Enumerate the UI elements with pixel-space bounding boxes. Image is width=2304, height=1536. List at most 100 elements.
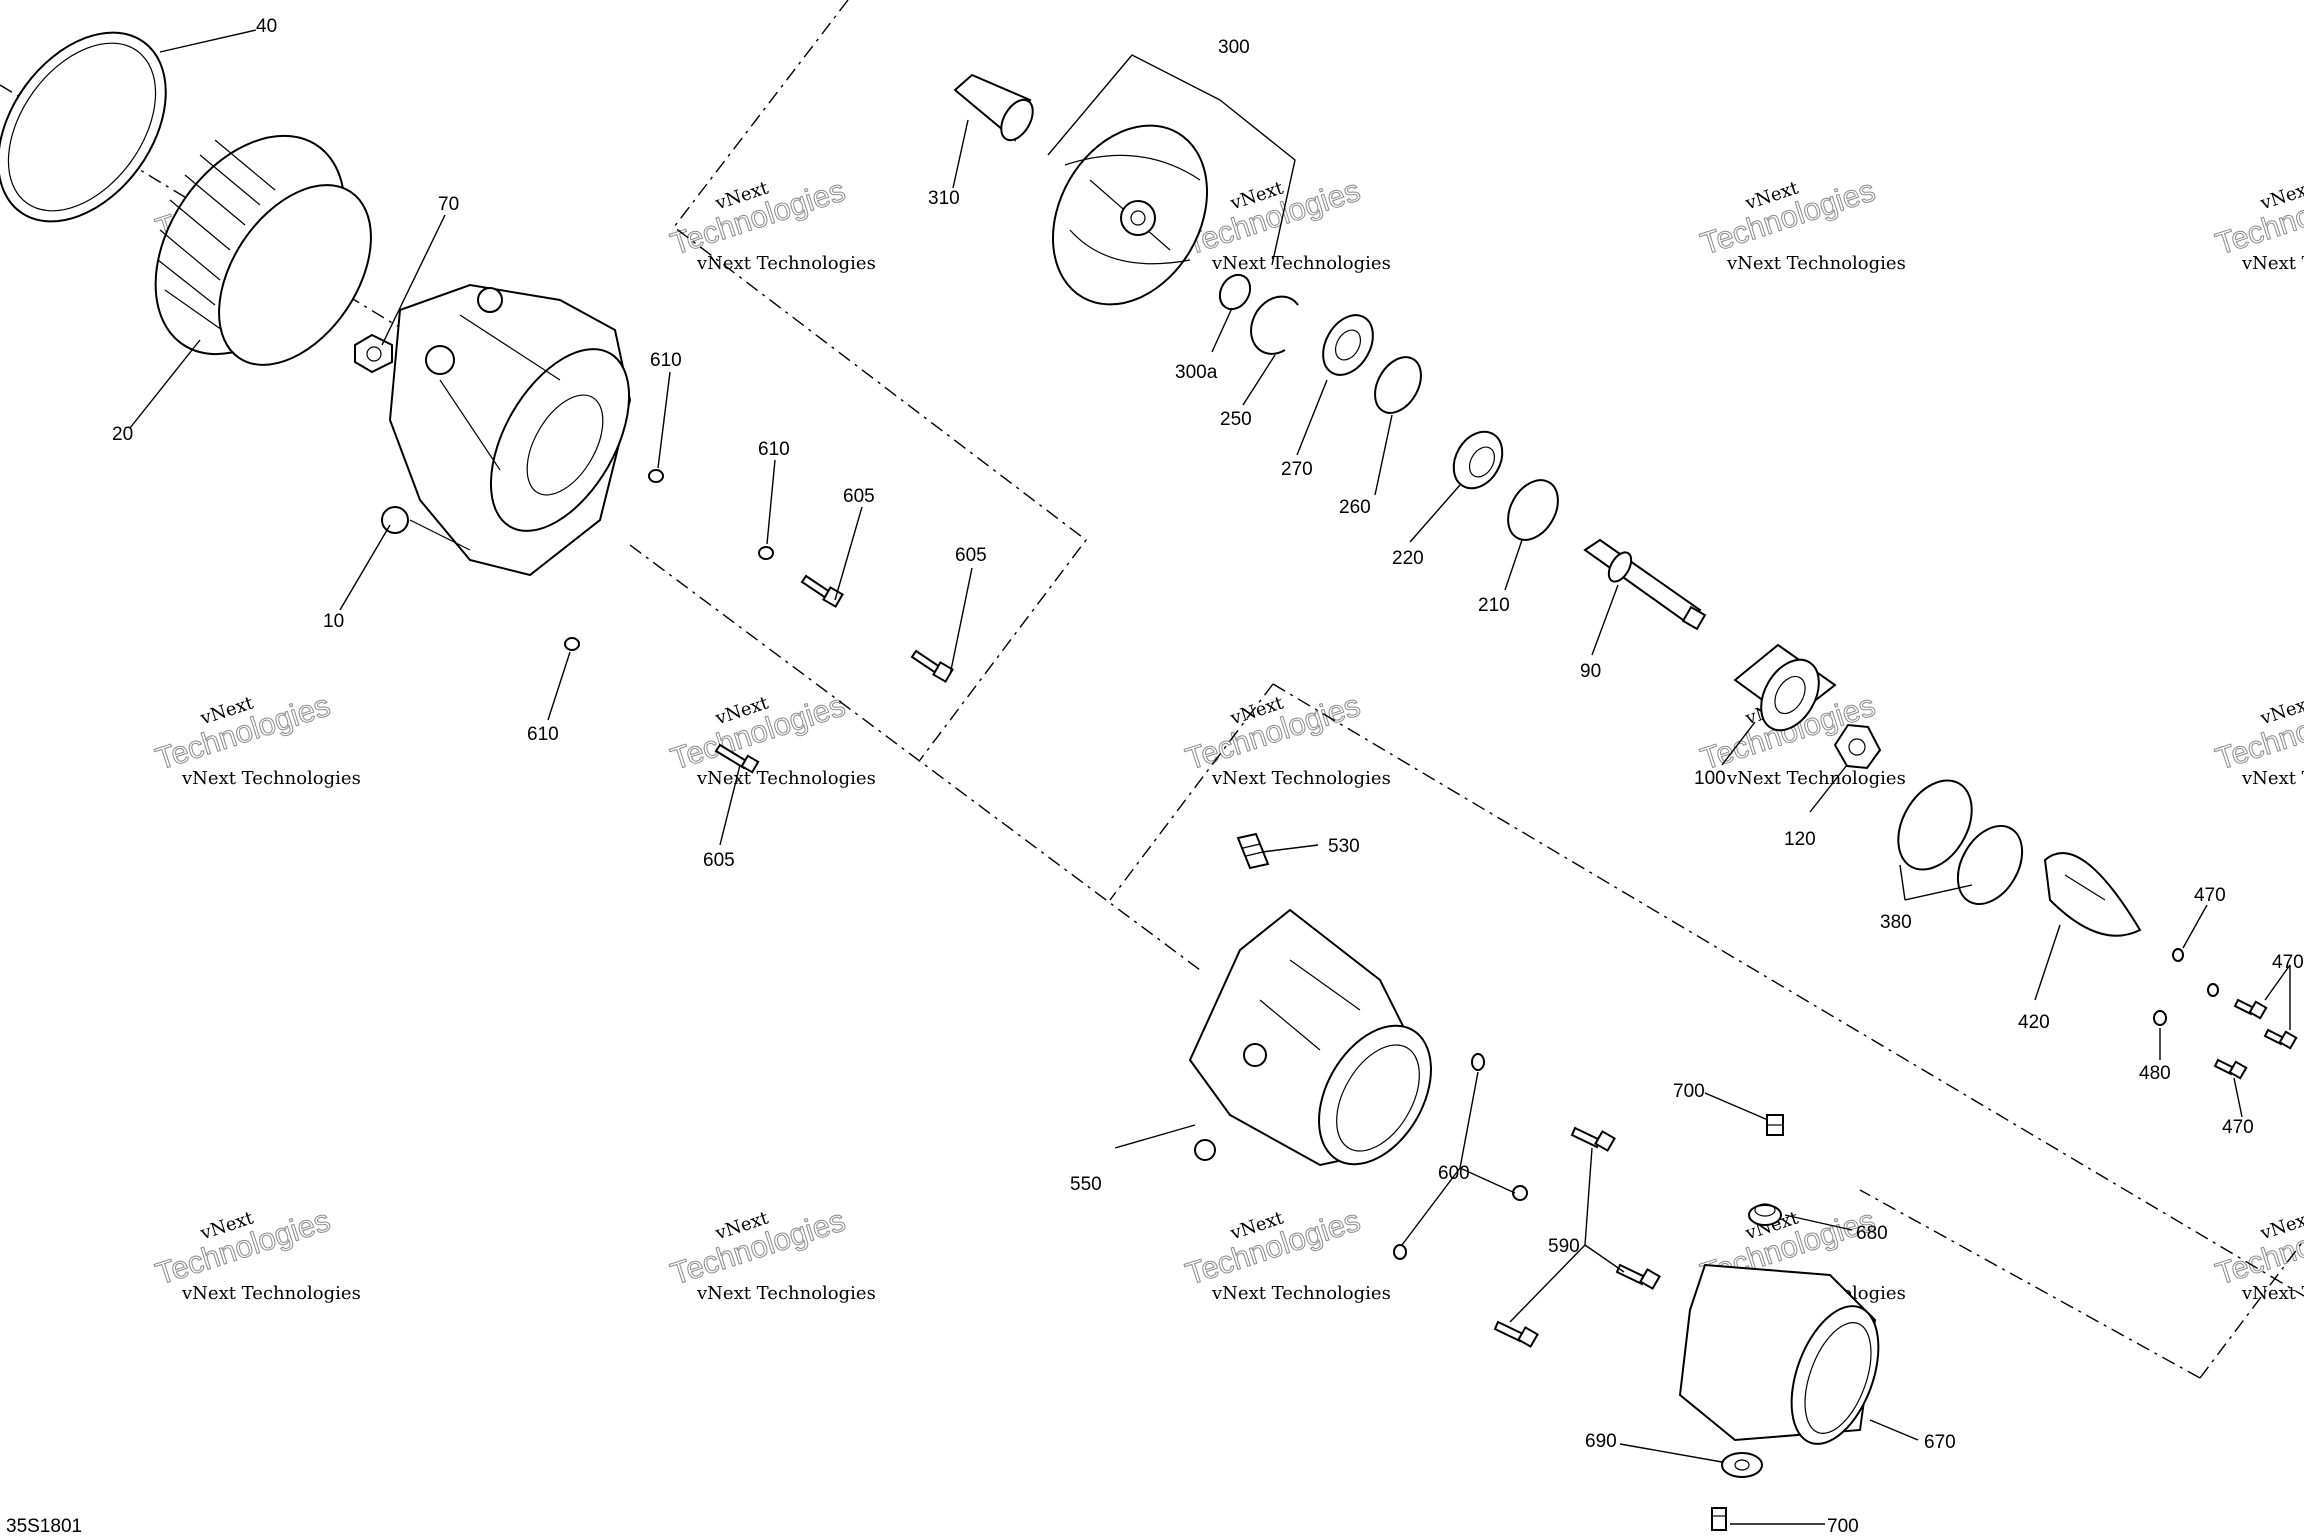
callout-530: 530: [1328, 836, 1360, 857]
part-470-screw: [2233, 998, 2268, 1020]
callout-210: 210: [1478, 595, 1510, 616]
callout-600: 600: [1438, 1163, 1470, 1184]
watermark: Technologies vNext Technologies vNext: [666, 172, 876, 274]
part-210-o-ring: [1507, 479, 1559, 541]
callout-310: 310: [928, 188, 960, 209]
svg-text:vNext Technologies: vNext Technologies: [1211, 768, 1391, 789]
part-610-washer: [758, 546, 774, 560]
svg-text:vNext Technologies: vNext Technologies: [696, 253, 876, 274]
part-380-o-ring: [1956, 825, 2024, 905]
callout-610: 610: [758, 439, 790, 460]
callout-100: 100: [1694, 768, 1726, 789]
part-700-fitting: [1711, 1507, 1727, 1531]
watermark: Technologies vNext Technologies vNext: [1181, 687, 1391, 789]
part-605-bolt: [800, 574, 844, 608]
callout-300a: 300a: [1175, 362, 1218, 383]
watermark: Technologies vNext Technologies vNext: [2211, 1202, 2304, 1304]
part-600-washer: [1393, 1244, 1407, 1260]
part-680-cap: [1748, 1203, 1782, 1226]
part-530-fitting: [1236, 832, 1270, 870]
callout-700: 700: [1673, 1081, 1705, 1102]
part-590-bolt: [1615, 1263, 1661, 1290]
part-470-washer: [2207, 983, 2219, 997]
callout-470: 470: [2222, 1117, 2254, 1138]
callout-610: 610: [527, 724, 559, 745]
part-610-washer: [648, 469, 664, 483]
part-90-shaft: [1583, 538, 1707, 631]
part-470-washer: [2172, 948, 2184, 962]
callout-250: 250: [1220, 409, 1252, 430]
svg-text:vNext Technologies: vNext Technologies: [1211, 1283, 1391, 1304]
callout-380: 380: [1880, 912, 1912, 933]
callout-700: 700: [1827, 1516, 1859, 1536]
callout-420: 420: [2018, 1012, 2050, 1033]
part-590-bolt: [1570, 1126, 1616, 1152]
part-310-impeller-cone: [953, 73, 1034, 142]
part-700-fitting: [1766, 1114, 1784, 1136]
part-605-bolt: [714, 743, 760, 774]
svg-text:vNext Technologies: vNext Technologies: [696, 768, 876, 789]
watermark: Technologies vNext Technologies vNext: [2211, 172, 2304, 274]
watermark: Technologies vNext Technologies vNext: [1181, 1202, 1391, 1304]
watermark: Technologies vNext Technologies vNext: [666, 687, 876, 789]
svg-text:vNext Technologies: vNext Technologies: [2241, 253, 2304, 274]
callout-40: 40: [256, 16, 277, 37]
callout-480: 480: [2139, 1063, 2171, 1084]
svg-text:vNext Technologies: vNext Technologies: [2241, 1283, 2304, 1304]
callout-70: 70: [438, 194, 459, 215]
svg-text:vNext Technologies: vNext Technologies: [1211, 253, 1391, 274]
part-10-pump-housing: [381, 283, 632, 577]
svg-text:vNext Technologies: vNext Technologies: [1726, 768, 1906, 789]
watermark: Technologies vNext Technologies vNext: [151, 1202, 361, 1304]
svg-text:vNext Technologies: vNext Technologies: [696, 1283, 876, 1304]
svg-text:vNext Technologies: vNext Technologies: [1726, 253, 1906, 274]
part-260-ring: [1374, 356, 1422, 414]
diagram-id: 35S1801: [6, 1516, 82, 1536]
part-590-bolt: [1493, 1320, 1539, 1348]
svg-text:vNext Technologies: vNext Technologies: [181, 768, 361, 789]
svg-text:vNext Technologies: vNext Technologies: [2241, 768, 2304, 789]
part-100-bearing: [1733, 643, 1837, 732]
callout-20: 20: [112, 424, 133, 445]
callout-680: 680: [1856, 1223, 1888, 1244]
callout-300: 300: [1218, 37, 1250, 58]
part-220-seal: [1452, 430, 1504, 490]
part-605-bolt: [910, 649, 954, 683]
callout-590: 590: [1548, 1236, 1580, 1257]
callout-120: 120: [1784, 829, 1816, 850]
callout-470: 470: [2272, 952, 2304, 973]
part-380-o-ring: [1897, 779, 1973, 871]
part-600-washer: [1512, 1185, 1528, 1201]
callout-270: 270: [1281, 459, 1313, 480]
part-480-washer: [2153, 1010, 2167, 1026]
part-610-washer: [564, 637, 580, 651]
part-670-nozzle: [1678, 1263, 1880, 1445]
part-550-housing: [1188, 908, 1432, 1167]
callout-605: 605: [843, 486, 875, 507]
upper-assembly-outline: [673, 0, 1087, 761]
leader-lines: [129, 29, 2291, 1525]
callout-670: 670: [1924, 1432, 1956, 1453]
part-40-ring: [0, 31, 167, 223]
watermark: Technologies vNext Technologies vNext: [2211, 687, 2304, 789]
part-270-seal: [1322, 314, 1374, 376]
callout-470: 470: [2194, 885, 2226, 906]
callout-610: 610: [650, 350, 682, 371]
part-250-circlip: [1250, 295, 1299, 355]
part-20-wear-ring: [154, 134, 372, 366]
part-300-impeller: [1051, 124, 1209, 306]
callout-260: 260: [1339, 497, 1371, 518]
part-420-cap: [2043, 852, 2142, 937]
part-470-screw: [2213, 1058, 2248, 1080]
callout-550: 550: [1070, 1174, 1102, 1195]
watermark: Technologies vNext Technologies vNext: [1181, 172, 1391, 274]
svg-text:vNext Technologies: vNext Technologies: [181, 1283, 361, 1304]
watermark: Technologies vNext Technologies vNext: [666, 1202, 876, 1304]
part-300a-ring: [1218, 273, 1252, 311]
part-470-screw: [2263, 1028, 2298, 1050]
watermark: Technologies vNext Technologies vNext: [1696, 172, 1906, 274]
part-690-plate: [1721, 1452, 1763, 1478]
part-70-plug: [354, 333, 393, 374]
